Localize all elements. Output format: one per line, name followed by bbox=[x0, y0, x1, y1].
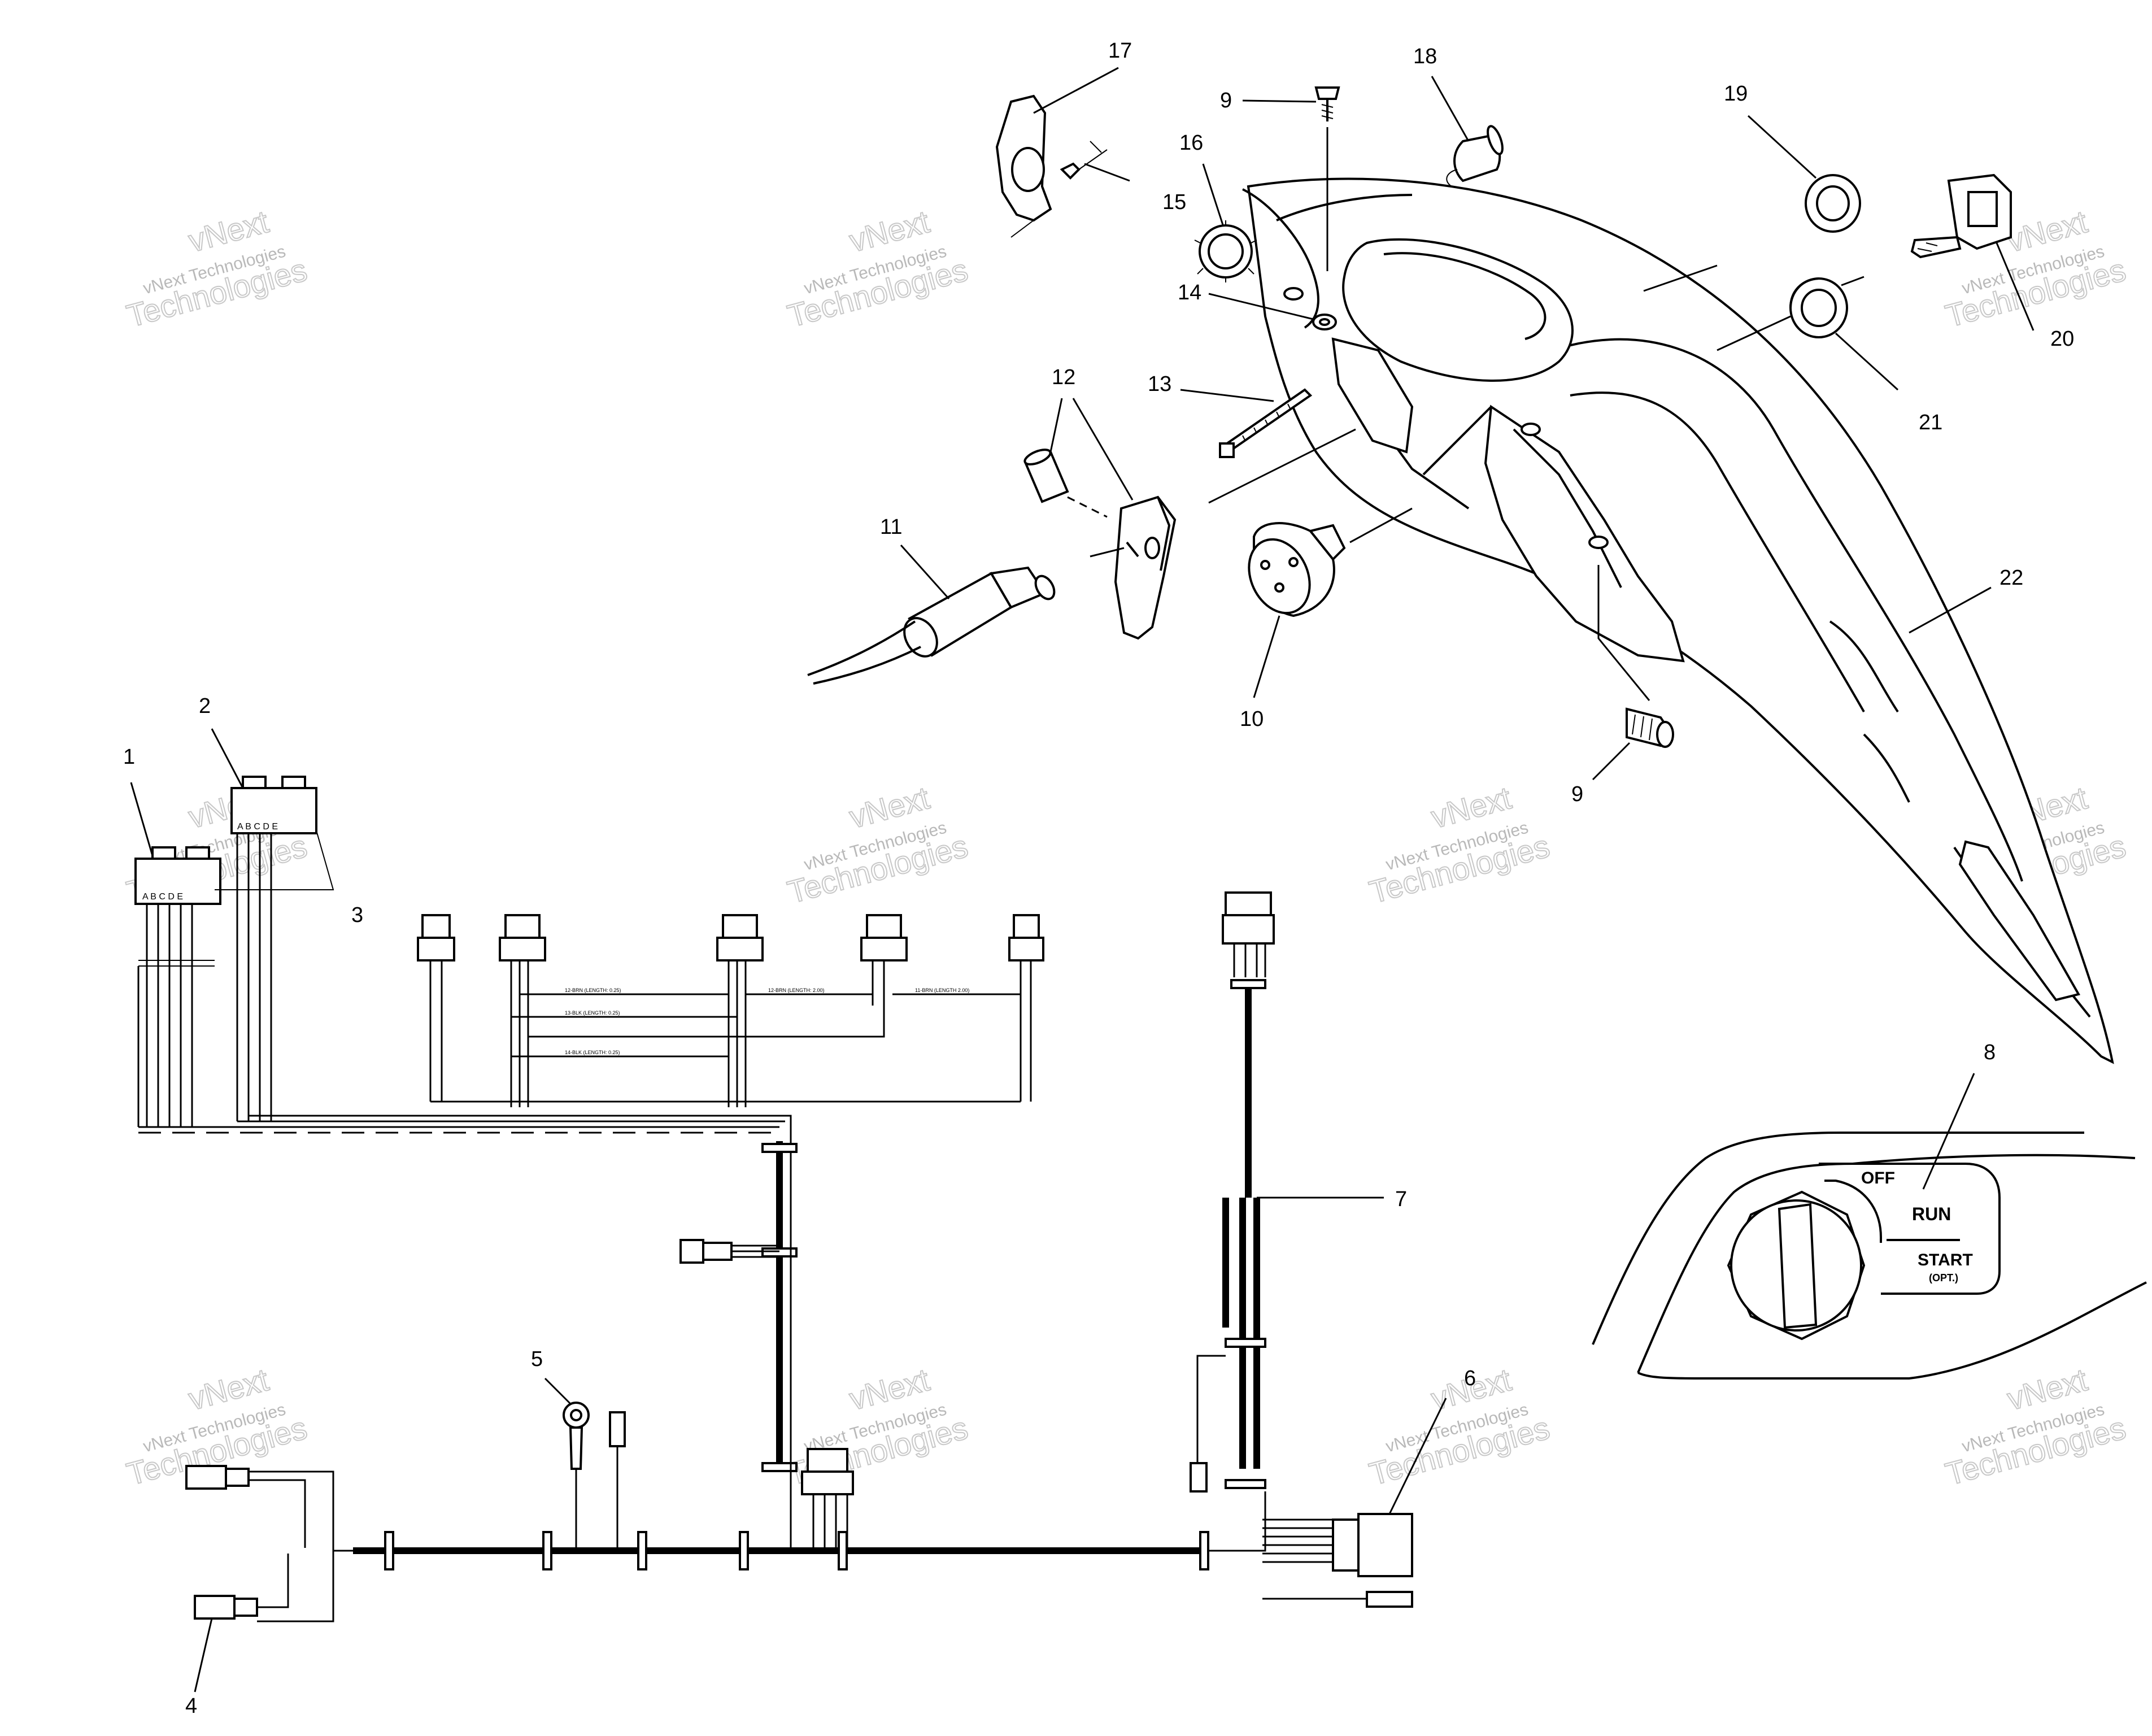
part-22-console-body bbox=[1242, 177, 2114, 1064]
connector-1-pin-letters: A B C D E bbox=[142, 892, 183, 902]
callout-5: 5 bbox=[531, 1347, 543, 1371]
switch-label-start-note: (OPT.) bbox=[1929, 1272, 1958, 1283]
callout-15: 15 bbox=[1162, 190, 1186, 214]
part-5-ring-terminal bbox=[563, 1402, 626, 1548]
callout-12: 12 bbox=[1052, 366, 1075, 389]
harness-right-branch bbox=[1190, 891, 1275, 1493]
callout-20: 20 bbox=[2050, 327, 2074, 351]
callout-21: 21 bbox=[1919, 411, 1942, 434]
part-11-switch bbox=[807, 566, 1056, 685]
side-plug bbox=[679, 1239, 779, 1264]
connector-6 bbox=[1262, 1513, 1413, 1608]
branch-wires: 12-BRN (LENGTH: 0.25) 12-BRN (LENGTH: 2.… bbox=[430, 987, 1022, 1103]
callout-7: 7 bbox=[1395, 1187, 1407, 1211]
wire-label: 11-BRN (LENGTH 2.00) bbox=[915, 987, 969, 993]
harness-center-trunk bbox=[761, 1141, 798, 1548]
wire-label: 14-BLK (LENGTH: 0.25) bbox=[565, 1050, 620, 1055]
connector-d bbox=[860, 914, 908, 1006]
connector-4-group bbox=[185, 1465, 353, 1622]
callout-8: 8 bbox=[1984, 1041, 1996, 1064]
callout-6: 6 bbox=[1464, 1367, 1476, 1390]
callout-3: 3 bbox=[351, 903, 363, 927]
watermark: vNext vNext Technologies Technologies bbox=[123, 203, 311, 334]
part-19-grommet bbox=[1805, 174, 1861, 233]
watermark: vNext vNext Technologies Technologies bbox=[783, 203, 972, 334]
callout-10: 10 bbox=[1240, 707, 1264, 731]
part-9-screw-lower bbox=[1626, 707, 1674, 748]
callout-16: 16 bbox=[1179, 131, 1203, 155]
part-16-ring-nut bbox=[1194, 220, 1257, 282]
connector-e bbox=[1008, 914, 1044, 1102]
part-14-washer bbox=[1312, 314, 1337, 330]
callouts: 1 2 3 4 5 6 7 8 9 9 10 11 12 13 14 15 16… bbox=[123, 39, 2074, 1718]
harness-left-bundles bbox=[137, 830, 334, 1127]
switch-label-off: OFF bbox=[1861, 1169, 1895, 1187]
wire-label: 12-BRN (LENGTH: 2.00) bbox=[768, 987, 825, 993]
callout-4: 4 bbox=[185, 1694, 197, 1718]
watermark: vNext vNext Technologies Technologies bbox=[1365, 779, 1554, 911]
callout-1: 1 bbox=[123, 745, 135, 769]
callout-18: 18 bbox=[1413, 45, 1437, 68]
part-21-grommet bbox=[1789, 277, 1848, 338]
callout-9-upper: 9 bbox=[1220, 89, 1232, 112]
callout-22: 22 bbox=[1999, 566, 2023, 590]
switch-panel: OFF RUN START (OPT.) bbox=[1592, 1132, 2147, 1380]
wire-label: 12-BRN (LENGTH: 0.25) bbox=[565, 987, 621, 993]
connector-2-pin-letters: A B C D E bbox=[237, 822, 278, 832]
part-9-screw-upper bbox=[1314, 86, 1340, 271]
watermark: vNext vNext Technologies Technologies bbox=[1941, 1361, 2130, 1493]
connector-a bbox=[417, 914, 455, 1102]
part-13-tie-strap bbox=[1219, 388, 1313, 458]
watermark: vNext vNext Technologies Technologies bbox=[783, 779, 972, 911]
center-lower-connector bbox=[801, 1448, 854, 1551]
switch-label-run: RUN bbox=[1912, 1204, 1951, 1224]
part-18-bulb bbox=[1446, 125, 1504, 187]
connector-2: A B C D E bbox=[230, 776, 317, 834]
harness-bottom-trunk bbox=[353, 1491, 1266, 1570]
watermark: vNext vNext Technologies Technologies bbox=[783, 1361, 972, 1493]
connector-c bbox=[716, 914, 764, 1107]
part-20-key bbox=[1910, 173, 2012, 259]
wire-label: 13-BLK (LENGTH: 0.25) bbox=[565, 1010, 620, 1016]
callout-11: 11 bbox=[880, 515, 902, 539]
callout-9-lower: 9 bbox=[1571, 782, 1583, 806]
callout-19: 19 bbox=[1724, 82, 1748, 106]
harness-upper-trunk bbox=[138, 1115, 792, 1158]
callout-2: 2 bbox=[199, 694, 211, 718]
switch-label-start: START bbox=[1918, 1251, 1973, 1269]
connector-b bbox=[499, 914, 546, 1107]
callout-14: 14 bbox=[1178, 281, 1201, 304]
explode-lines bbox=[1208, 264, 1865, 701]
top-row-connectors bbox=[417, 914, 1044, 1107]
part-10-ignition-switch bbox=[1248, 507, 1413, 617]
callout-13: 13 bbox=[1148, 372, 1171, 396]
connector-1: A B C D E bbox=[134, 846, 221, 905]
watermark: vNext vNext Technologies Technologies bbox=[1365, 1361, 1554, 1493]
part-12-pin-and-cover bbox=[1023, 449, 1177, 640]
part-17-bracket bbox=[995, 94, 1130, 238]
callout-17: 17 bbox=[1108, 39, 1132, 63]
